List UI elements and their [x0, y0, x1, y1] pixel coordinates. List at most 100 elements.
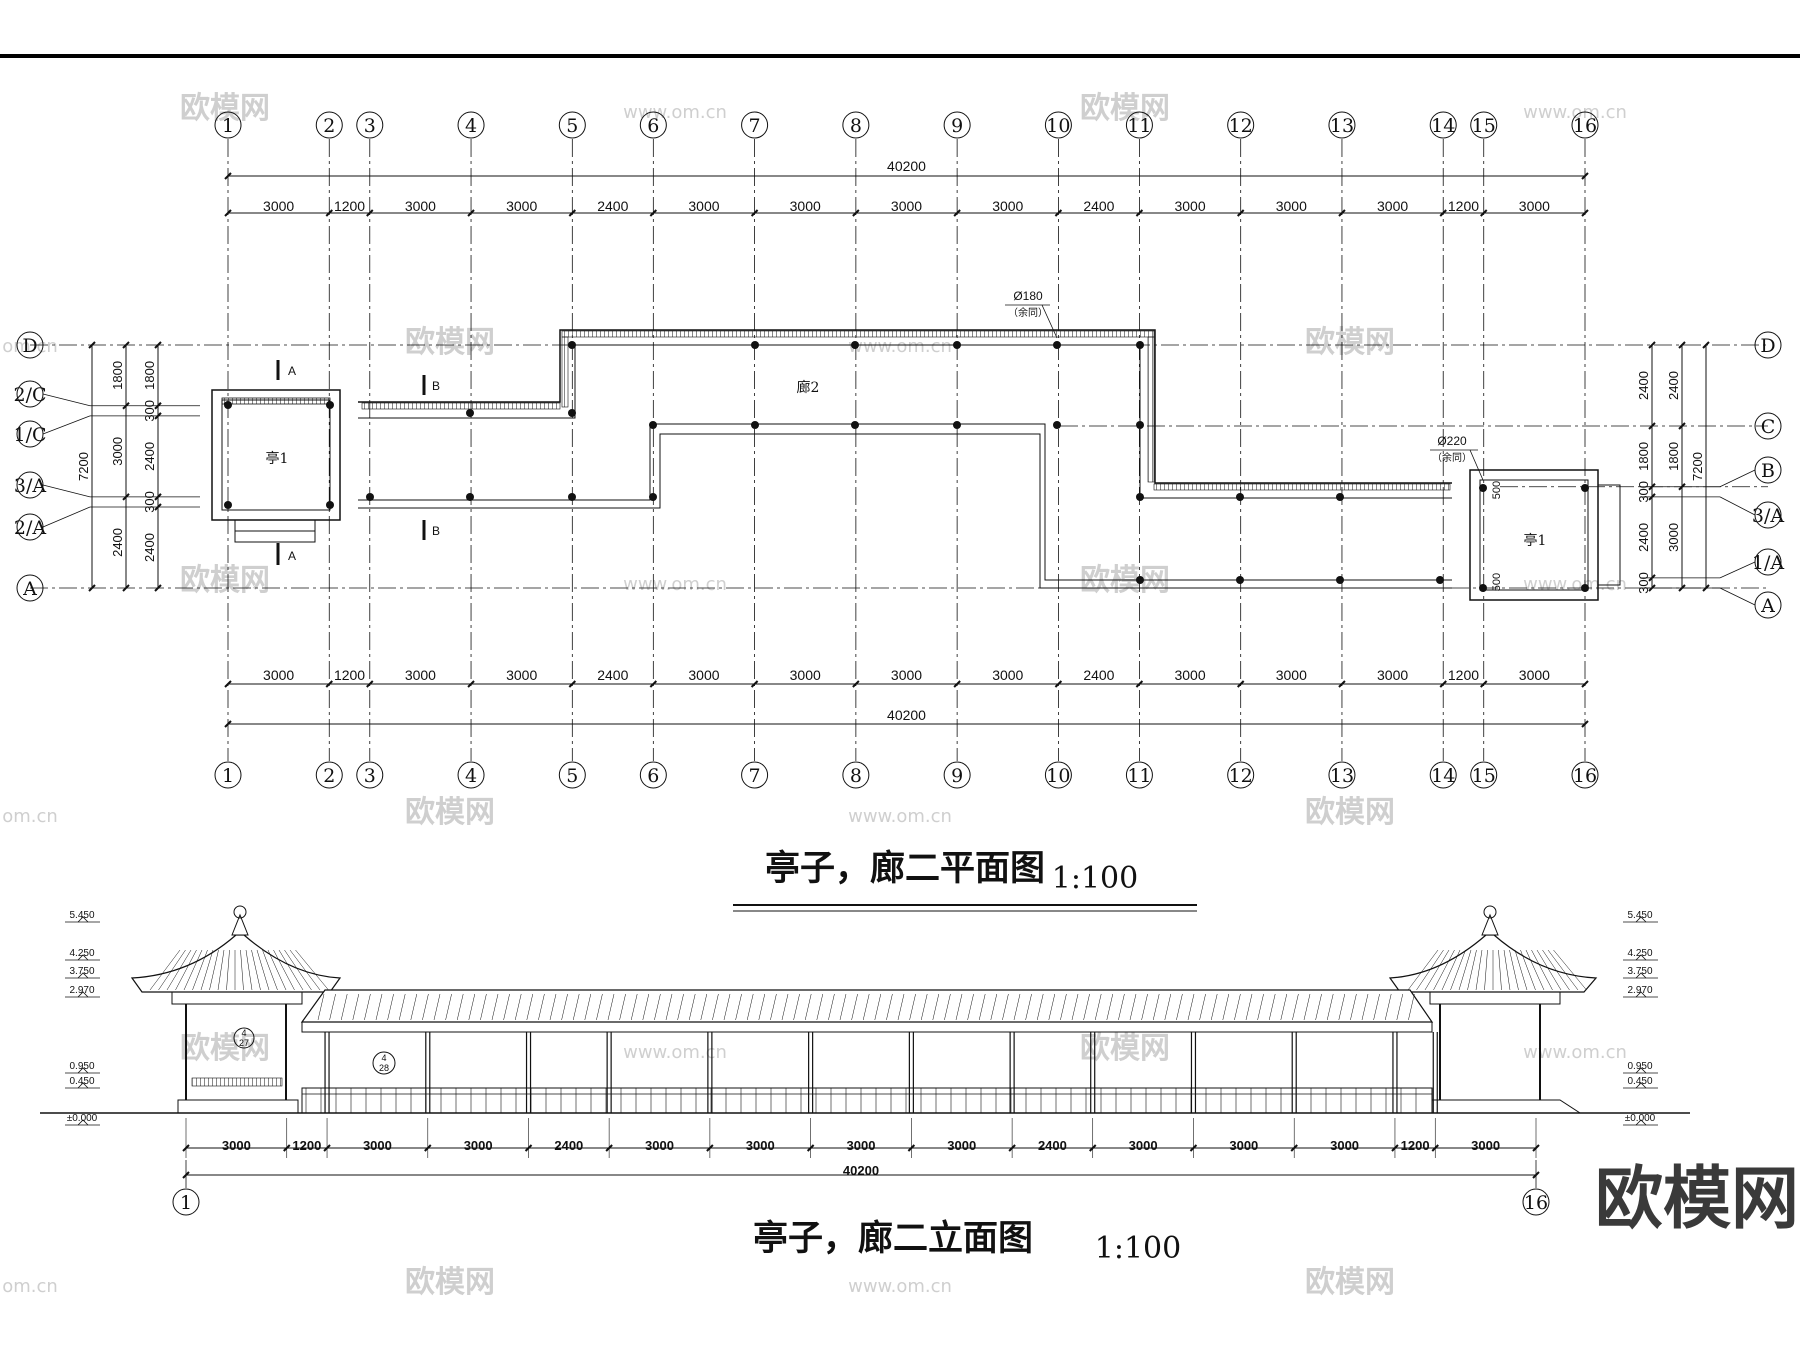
right-dim-inner-label-4: 300	[1636, 572, 1651, 594]
level-right-arrow-6	[1635, 1119, 1647, 1126]
axis-bubble-top-7-circle	[741, 111, 769, 139]
column-8	[568, 493, 576, 501]
section-b-bottom-label: B	[432, 524, 440, 538]
corridor-roof-tile-83	[1280, 993, 1288, 1021]
corridor-roof-tile-3	[352, 993, 360, 1021]
axis-bubble-top-16-circle	[1571, 111, 1599, 139]
watermark-site-5: www.om.cn	[848, 806, 952, 827]
corridor-roof-tile-33	[700, 993, 708, 1021]
level-right-label-2: 3.750	[1627, 966, 1652, 977]
top-overall-tick-right	[1581, 172, 1589, 180]
pavilion-left-label: 亭1	[266, 450, 289, 467]
watermark-brand-9: 欧模网	[1080, 1031, 1170, 1066]
level-right-arrow-2	[1635, 972, 1647, 979]
top-dim-tick-2	[366, 209, 374, 217]
column-25	[1136, 576, 1144, 584]
axis-bubble-top-3-label: 3	[364, 115, 376, 137]
pavilion-left-railing	[221, 397, 331, 405]
corridor-roof-tile-16	[503, 993, 510, 1021]
corridor-roof-tile-63	[1048, 993, 1056, 1021]
pavilion-left-tile-17	[273, 949, 295, 991]
axis-bubble-top-7-label: 7	[749, 115, 761, 137]
right-dim-mid-label-1: 1800	[1666, 442, 1681, 471]
elev-dim-label-2: 3000	[363, 1138, 392, 1153]
corridor-roof-tile-90	[1361, 993, 1369, 1021]
corridor-roof-tile-45	[839, 993, 847, 1021]
column-note-180-sub: （余同）	[1008, 306, 1048, 319]
pavilion-right-tile-15	[1520, 949, 1536, 991]
level-right-label-4: 0.950	[1627, 1061, 1652, 1072]
top-dim-tick-0	[224, 209, 232, 217]
detail-ref-2-top: 4	[381, 1053, 386, 1063]
column-13	[953, 341, 961, 349]
axis-bubble-top-3-circle	[356, 111, 384, 139]
elev-axis-left-circle	[172, 1188, 200, 1216]
pavilion-right-finial	[1481, 913, 1499, 936]
pavilion-right-tile-7	[1467, 949, 1477, 991]
elev-overall-label: 40200	[843, 1163, 879, 1178]
elev-axis-right-circle	[1522, 1188, 1550, 1216]
corridor-roof-tile-61	[1025, 993, 1032, 1021]
corridor-roof-tile-19	[538, 993, 545, 1021]
right-dim-inner-tick-2	[1648, 483, 1656, 491]
level-right-label-3: 2.970	[1627, 985, 1652, 996]
corridor-roof-tile-48	[874, 993, 882, 1021]
left-row-bubble-3-label: 3/A	[14, 475, 46, 497]
watermark-site-2: www.om.cn	[848, 336, 952, 357]
corridor-roof-tile-44	[828, 993, 835, 1021]
axis-bubble-bottom-6-label: 6	[647, 765, 659, 787]
left-dim-inner-tick-4	[154, 503, 162, 511]
column-20	[1053, 421, 1061, 429]
pavilion-left-tile-11	[240, 949, 244, 991]
corridor-roof-tile-1	[329, 993, 336, 1021]
elev-dim-label-0: 3000	[222, 1138, 251, 1153]
corridor-roof-tile-67	[1094, 993, 1102, 1021]
column-7	[466, 493, 474, 501]
bottom-dim-tick-5	[649, 680, 658, 688]
pavilion-left-base	[177, 1099, 299, 1114]
right-dim-inner-tick-5	[1648, 584, 1656, 592]
pavilion-left-tile-12	[245, 949, 253, 991]
bottom-dim-label-5: 3000	[688, 667, 719, 683]
left-row-bubble-0-circle	[16, 331, 44, 359]
bottom-dim-label-6: 3000	[790, 667, 821, 683]
corridor-elevation: 428	[300, 989, 1438, 1114]
corridor-roof-tile-51	[909, 993, 916, 1021]
bottom-dim-label-8: 3000	[992, 667, 1023, 683]
corridor-roof-tile-22	[572, 993, 580, 1021]
corridor-roof-tile-13	[468, 993, 476, 1021]
corridor-roof-tile-69	[1118, 993, 1125, 1021]
left-dim-inner-tick-5	[154, 584, 162, 592]
axis-bubble-bottom-2-circle	[315, 761, 343, 789]
axis-bubble-bottom-10-label: 10	[1046, 765, 1070, 787]
corridor-outer-wall-inner	[358, 344, 1452, 499]
bottom-dim-tick-7	[852, 680, 860, 688]
watermark-brand-4: 欧模网	[180, 563, 270, 598]
bottom-dim-label-0: 3000	[263, 667, 294, 683]
bottom-dim-tick-0	[224, 680, 232, 688]
column-note-220-leader	[1469, 449, 1484, 481]
column-5	[568, 409, 576, 417]
corridor-roof-tile-81	[1257, 993, 1264, 1021]
corridor-roof-tile-25	[607, 993, 615, 1021]
corridor-roof-tile-26	[619, 993, 626, 1021]
bottom-overall-tick-left	[224, 720, 232, 728]
left-dim-mid-tick-1	[122, 402, 130, 410]
right-row-bubble-3-label: 3/A	[1752, 505, 1784, 527]
left-row-bubble-4-label: 2/A	[14, 517, 46, 539]
corridor-roof-tile-18	[526, 993, 534, 1021]
corridor-roof-tile-94	[1408, 993, 1415, 1021]
column-note-220-sub: （余同）	[1432, 451, 1472, 464]
pavilion-left-tile-14	[256, 949, 270, 991]
axis-bubble-top-13-circle	[1328, 111, 1356, 139]
elev-dim-label-14: 3000	[1471, 1138, 1500, 1153]
column-29	[1479, 484, 1487, 492]
axis-bubble-bottom-8-circle	[842, 761, 870, 789]
corridor-roof-tile-66	[1083, 993, 1090, 1021]
corridor: 廊2	[358, 329, 1452, 589]
right-dim-inner-label-1: 1800	[1636, 442, 1651, 471]
axis-bubble-bottom-6-circle	[639, 761, 667, 789]
elev-dim-label-12: 3000	[1330, 1138, 1359, 1153]
level-right-arrow-3	[1635, 991, 1647, 998]
